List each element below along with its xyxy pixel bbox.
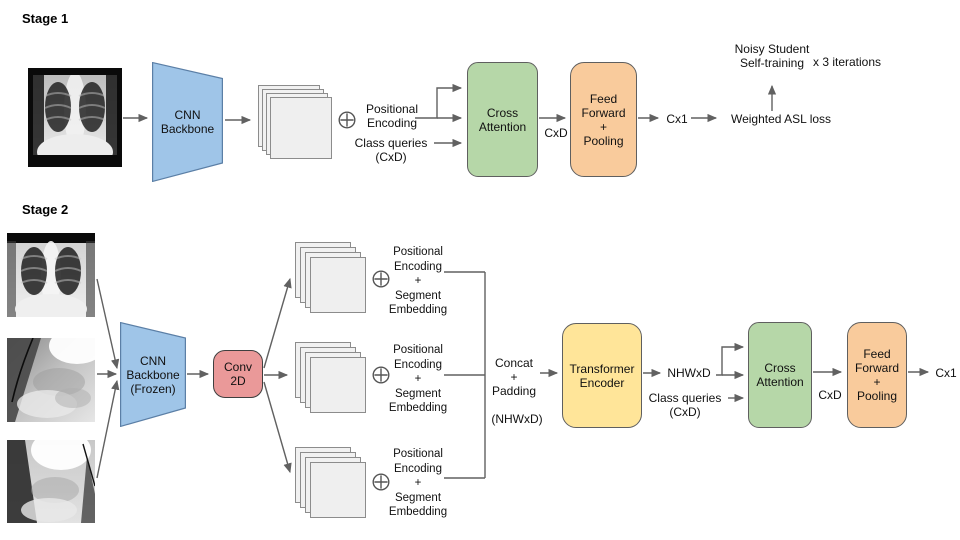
xray-image-stage2-lateral-2 [7,440,95,523]
cnn-backbone-label-stage1: CNN Backbone [160,108,215,136]
feed-forward-box-stage1: Feed Forward + Pooling [570,62,637,177]
cx1-label-stage1: Cx1 [666,112,688,126]
xray-image-stage2-lateral-1 [7,338,95,422]
arrow-xray1-to-backbone-s2 [96,278,120,370]
cross-attention-box-stage1: Cross Attention [467,62,538,177]
cnn-backbone-stage1: CNN Backbone [152,62,223,182]
feature-map-stack-s2-1 [295,242,366,313]
arrow-features-to-crossattn-top-s1 [415,83,463,119]
pos-seg-label-1: Positional Encoding + Segment Embedding [388,246,448,316]
stage1-title: Stage 1 [22,11,69,26]
arrow-conv-to-stack3-s2 [263,381,292,474]
feature-map-stack-s2-2 [295,342,366,413]
class-queries-label-stage1: Class queries (CxD) [354,136,428,164]
positional-encoding-label-stage1: Positional Encoding [365,102,419,130]
cross-attention-box-stage2: Cross Attention [748,322,812,428]
concat-bracket-line-s2 [444,271,486,479]
nhwxd-label: NHWxD [667,366,711,380]
class-queries-label-stage2: Class queries (CxD) [648,391,722,419]
noisy-student-label: Noisy Student Self-training [734,42,810,70]
feed-forward-box-stage2: Feed Forward + Pooling [847,322,907,428]
concat-dim-label: (NHWxD) [491,412,543,426]
arrow-nhwxd-to-crossattn-top-s2 [716,342,745,376]
pos-seg-label-3: Positional Encoding + Segment Embedding [388,448,448,518]
feature-map [310,462,366,518]
conv2d-box: Conv 2D [213,350,263,398]
transformer-encoder-box: Transformer Encoder [562,323,642,428]
cxd-label-stage2: CxD [818,388,842,402]
feature-map [310,357,366,413]
feature-map [270,97,332,159]
stage2-title: Stage 2 [22,202,69,217]
arrow-conv-to-stack1-s2 [263,277,292,369]
xray-image-stage2-frontal [7,233,95,317]
feature-map-stack-stage1 [258,85,332,159]
cnn-backbone-stage2: CNN Backbone (Frozen) [120,322,186,427]
arrow-xray3-to-backbone-s2 [96,379,120,479]
cxd-label-stage1: CxD [544,126,568,140]
plus-circle-icon [372,366,390,384]
cx1-label-stage2: Cx1 [935,366,957,380]
feature-map-stack-s2-3 [295,447,366,518]
plus-circle-icon [338,111,356,129]
pos-seg-label-2: Positional Encoding + Segment Embedding [388,344,448,414]
weighted-asl-loss-label: Weighted ASL loss [730,112,832,126]
cnn-backbone-label-stage2: CNN Backbone (Frozen) [126,353,180,396]
plus-circle-icon [372,473,390,491]
iterations-label: x 3 iterations [813,55,882,69]
plus-circle-icon [372,270,390,288]
feature-map [310,257,366,313]
xray-image-stage1 [28,68,122,167]
concat-padding-label: Concat + Padding [491,356,537,398]
